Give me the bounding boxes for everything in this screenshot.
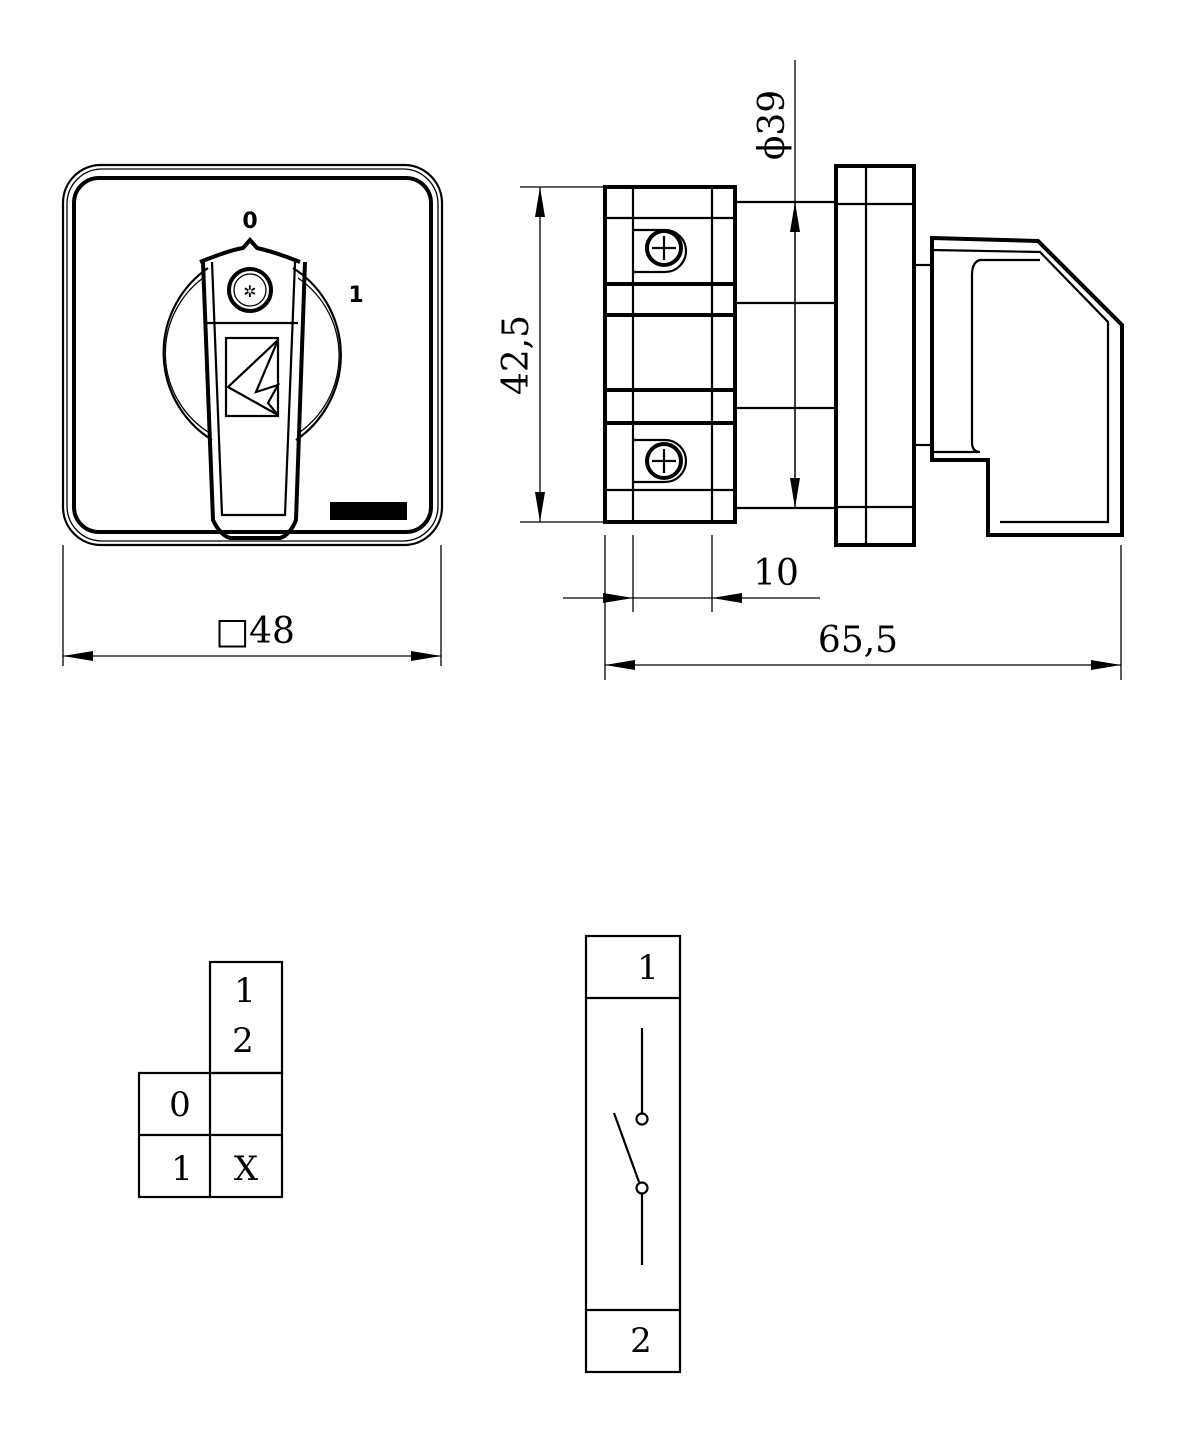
terminal-screw-bottom: [633, 438, 688, 484]
dimension-diameter-label: ϕ39: [752, 90, 793, 160]
knob-screw: [227, 267, 273, 313]
dimension-height: 42,5: [496, 186, 605, 523]
dimension-total-depth-label: 65,5: [818, 620, 898, 661]
terminal-label-1: 1: [637, 948, 659, 988]
terminal-block: [603, 185, 737, 524]
handle-side: [930, 235, 1124, 537]
side-view: [603, 164, 1124, 547]
switching-table: 1 2 0 1 X: [137, 960, 284, 1199]
position-label-0: 0: [242, 209, 257, 234]
logo-icon: [224, 336, 281, 418]
dimension-total-depth: 65,5: [605, 545, 1122, 680]
contact-diagram: 1 2: [584, 934, 682, 1374]
table-position-0: 0: [169, 1085, 191, 1125]
dimension-width: □48: [62, 545, 442, 666]
screw-star-icon: ✲: [243, 282, 256, 301]
table-position-1: 1: [171, 1149, 193, 1189]
table-contact-1: 1: [234, 971, 256, 1011]
dimension-module-depth-label: 10: [753, 553, 799, 594]
front-view: ✲ 0 1: [61, 163, 444, 547]
table-contact-2: 2: [232, 1021, 254, 1061]
front-plate-outer: [61, 163, 444, 547]
nameplate: [330, 502, 407, 520]
terminal-screw-top: [633, 228, 688, 274]
table-mark-1: X: [234, 1149, 259, 1189]
position-label-1: 1: [348, 283, 363, 308]
dimension-diameter: ϕ39: [752, 60, 800, 508]
switch-contact-symbol: [612, 1028, 649, 1265]
dimension-width-label: □48: [215, 611, 295, 652]
front-plate-inner: [72, 176, 433, 534]
rotary-knob: ✲: [162, 236, 342, 540]
dimension-module-depth: 10: [563, 535, 820, 680]
mounting-plate: [834, 164, 934, 547]
terminal-label-2: 2: [630, 1321, 652, 1361]
dimension-height-label: 42,5: [496, 315, 537, 395]
